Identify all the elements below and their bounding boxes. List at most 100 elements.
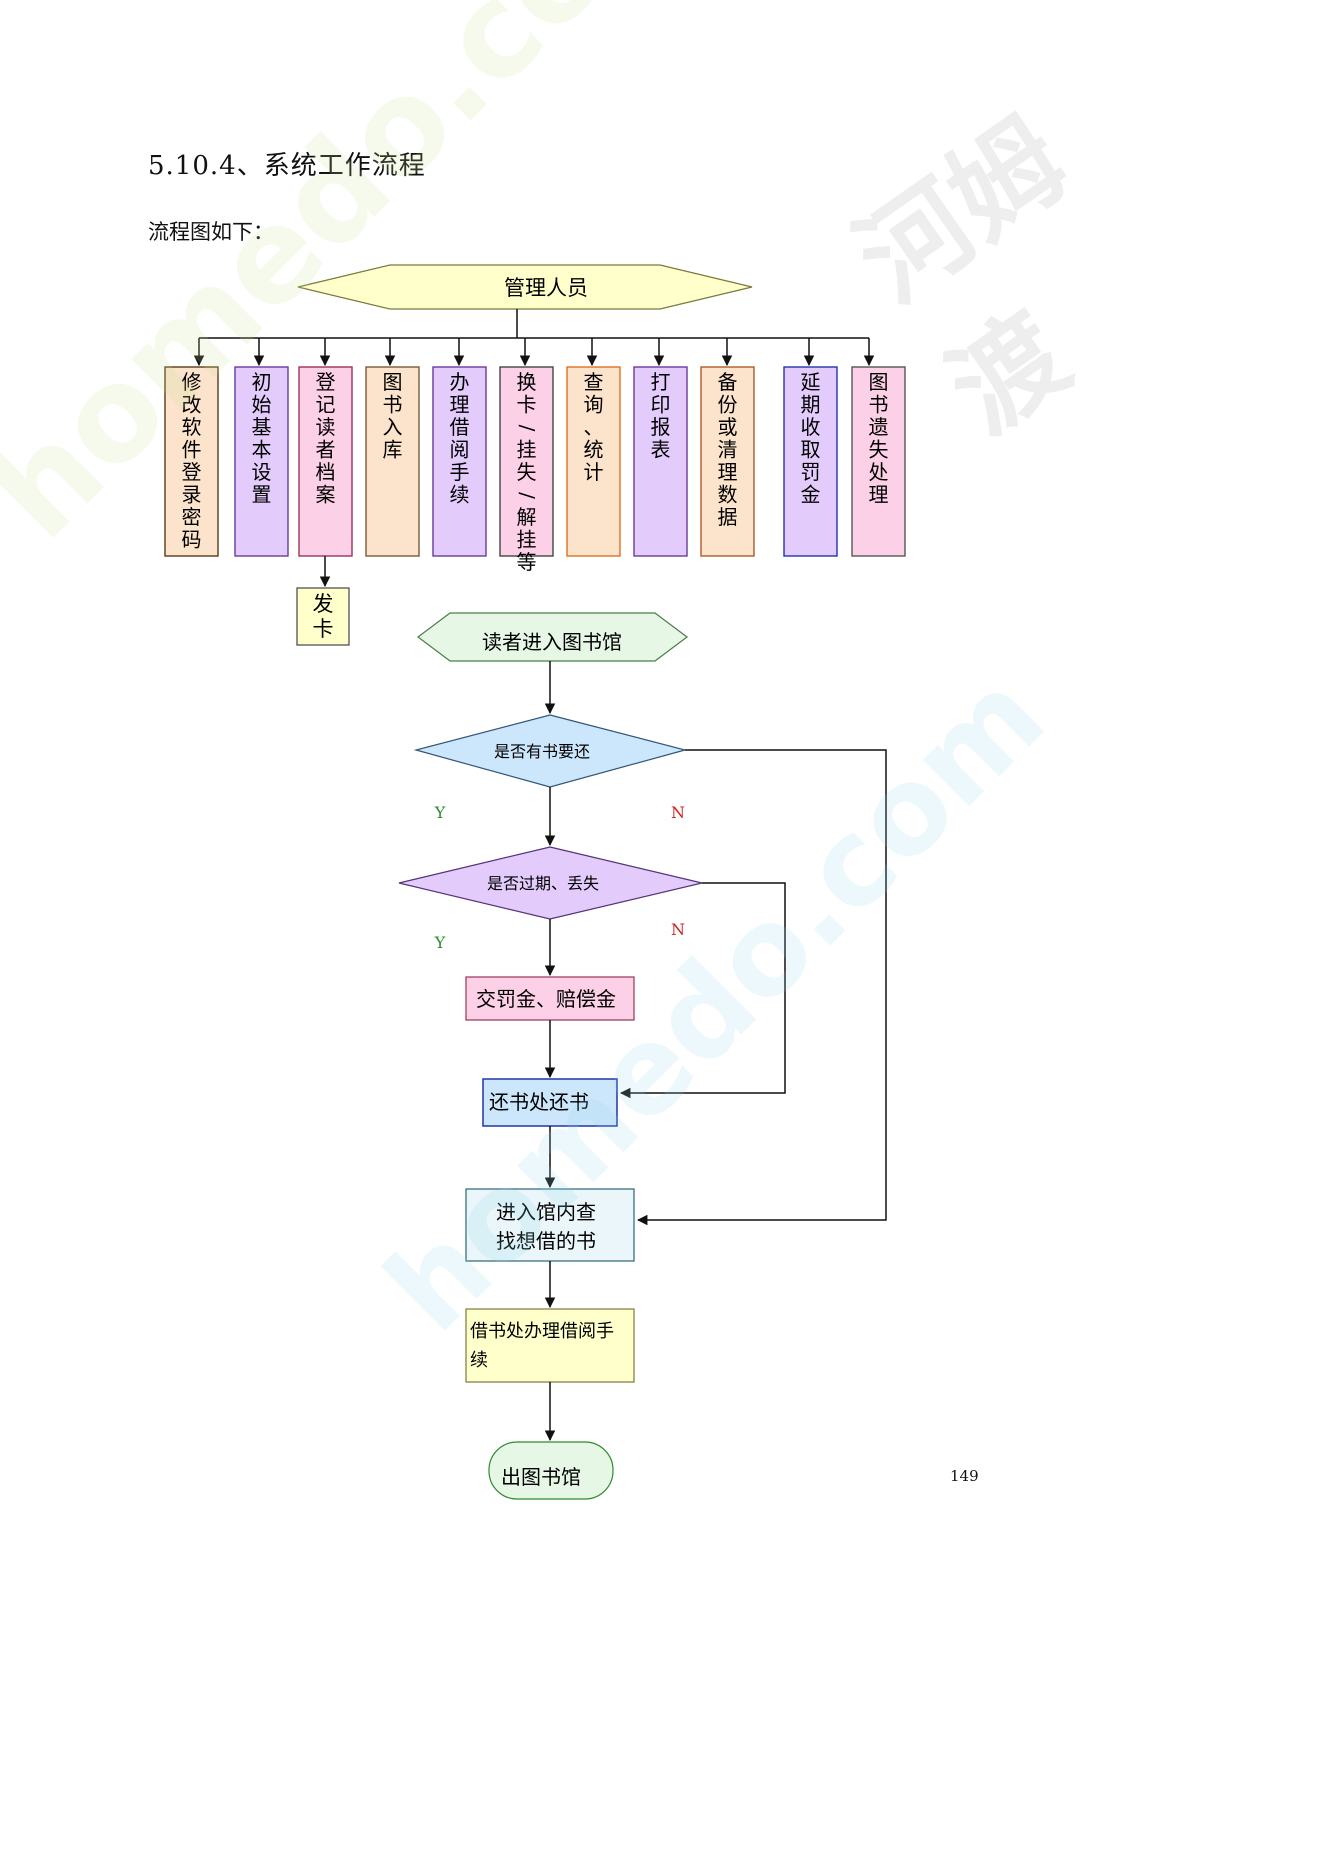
function-2-char: 本	[252, 438, 272, 462]
no-label-2: N	[671, 920, 685, 939]
function-8-char: 打	[651, 370, 671, 394]
function-9-char: 理	[718, 460, 738, 484]
function-7-char: 查	[584, 370, 604, 394]
function-1-char: 修	[182, 370, 202, 394]
function-6-char: 失	[517, 460, 537, 484]
pay-fine-box	[465, 976, 635, 1021]
function-1-char: 密	[182, 505, 202, 529]
function-7-char: 计	[584, 460, 604, 484]
function-6-char: /	[516, 425, 540, 432]
function-10-char: 罚	[801, 460, 821, 484]
function-6-char: 换	[517, 370, 537, 394]
no-label-1: N	[671, 803, 685, 822]
function-11-char: 失	[869, 438, 889, 462]
function-8-char: 报	[651, 415, 671, 439]
function-1-char: 码	[182, 528, 202, 552]
function-4-char: 书	[383, 393, 403, 417]
function-5-char: 借	[450, 415, 470, 439]
function-box-11	[851, 366, 906, 557]
function-2-char: 置	[252, 483, 272, 507]
function-1-char: 改	[182, 393, 202, 417]
function-1-char: 软	[182, 415, 202, 439]
function-3-char: 者	[316, 438, 336, 462]
flowchart-intro: 流程图如下：	[148, 220, 274, 244]
path-decision1-no	[636, 749, 887, 1226]
admin-functions: 修改软件登录密码初始基本设置登记读者档案图书入库办理借阅手续换卡/挂失/解挂等查…	[164, 338, 906, 574]
function-5-char: 理	[450, 393, 470, 417]
function-box-5	[432, 366, 487, 557]
function-3-char: 读	[316, 415, 336, 439]
function-4-char: 入	[383, 415, 403, 439]
page-number: 149	[950, 1467, 979, 1485]
function-6-char: 挂	[517, 438, 537, 462]
function-9-char: 备	[718, 370, 738, 394]
decision-return-label: 是否有书要还	[494, 742, 590, 761]
function-10-char: 金	[801, 483, 821, 507]
function-11-char: 理	[869, 483, 889, 507]
issue-card-char-2: 卡	[313, 617, 334, 641]
path-decision2-no	[619, 882, 786, 1099]
function-6-char: /	[516, 492, 540, 499]
function-11-char: 图	[869, 370, 889, 394]
function-box-8	[633, 366, 688, 557]
function-4-char: 库	[383, 438, 403, 462]
function-3-char: 档	[316, 460, 336, 484]
function-2-char: 设	[252, 460, 272, 484]
borrow-line-2: 续	[470, 1350, 488, 1371]
function-box-2	[234, 366, 289, 557]
yes-label-1: Y	[434, 803, 446, 822]
function-1-char: 件	[182, 438, 202, 462]
function-9-char: 份	[718, 393, 738, 417]
function-3-char: 记	[316, 393, 336, 417]
function-11-char: 遗	[869, 415, 889, 439]
borrow-box	[465, 1308, 635, 1383]
function-box-9	[700, 366, 755, 557]
function-10-char: 收	[801, 415, 821, 439]
decision-overdue-label: 是否过期、丢失	[487, 874, 599, 893]
function-8-char: 印	[651, 393, 671, 417]
yes-label-2: Y	[434, 933, 446, 952]
function-box-3	[298, 366, 353, 557]
function-box-10	[783, 366, 838, 557]
function-6-char: 卡	[517, 393, 537, 417]
function-5-char: 续	[450, 483, 470, 507]
function-10-char: 延	[801, 370, 821, 394]
function-7-char: 统	[584, 438, 604, 462]
admin-hexagon	[297, 264, 753, 310]
find-book-line-2: 找想借的书	[496, 1229, 596, 1253]
function-6-char: 挂	[517, 528, 537, 552]
function-3-char: 案	[316, 483, 336, 507]
function-9-char: 据	[718, 505, 738, 529]
function-1-char: 录	[182, 483, 202, 507]
function-9-char: 数	[718, 483, 738, 507]
function-box-1	[164, 366, 219, 557]
function-6-char: 解	[517, 505, 537, 529]
function-3-char: 登	[316, 370, 336, 394]
section-heading: 5.10.4、系统工作流程	[148, 151, 426, 181]
function-5-char: 手	[450, 460, 470, 484]
pay-fine-label: 交罚金、赔偿金	[476, 987, 616, 1011]
borrow-line-1: 借书处办理借阅手	[470, 1321, 614, 1342]
flowchart: 管理人员 修改软件登录密码初始基本设置登记读者档案图书入库办理借阅手续换卡/挂失…	[164, 264, 906, 1500]
function-box-4	[365, 366, 420, 557]
exit-label: 出图书馆	[501, 1465, 581, 1489]
function-7-char: 询	[584, 393, 604, 417]
function-box-7	[566, 366, 621, 557]
function-2-char: 初	[252, 370, 272, 394]
start-label: 读者进入图书馆	[482, 630, 622, 654]
function-9-char: 清	[718, 438, 738, 462]
function-6-char: 等	[517, 550, 537, 574]
function-10-char: 期	[801, 393, 821, 417]
start-hexagon	[417, 612, 688, 662]
function-5-char: 办	[450, 370, 470, 394]
exit-terminal	[488, 1441, 614, 1500]
function-7-char: 、	[584, 415, 604, 439]
function-2-char: 始	[252, 393, 272, 417]
issue-card-box	[296, 587, 350, 646]
function-2-char: 基	[252, 415, 272, 439]
function-11-char: 书	[869, 393, 889, 417]
return-desk-label: 还书处还书	[489, 1090, 589, 1114]
issue-card-char-1: 发	[313, 592, 334, 616]
function-9-char: 或	[718, 415, 738, 439]
function-4-char: 图	[383, 370, 403, 394]
